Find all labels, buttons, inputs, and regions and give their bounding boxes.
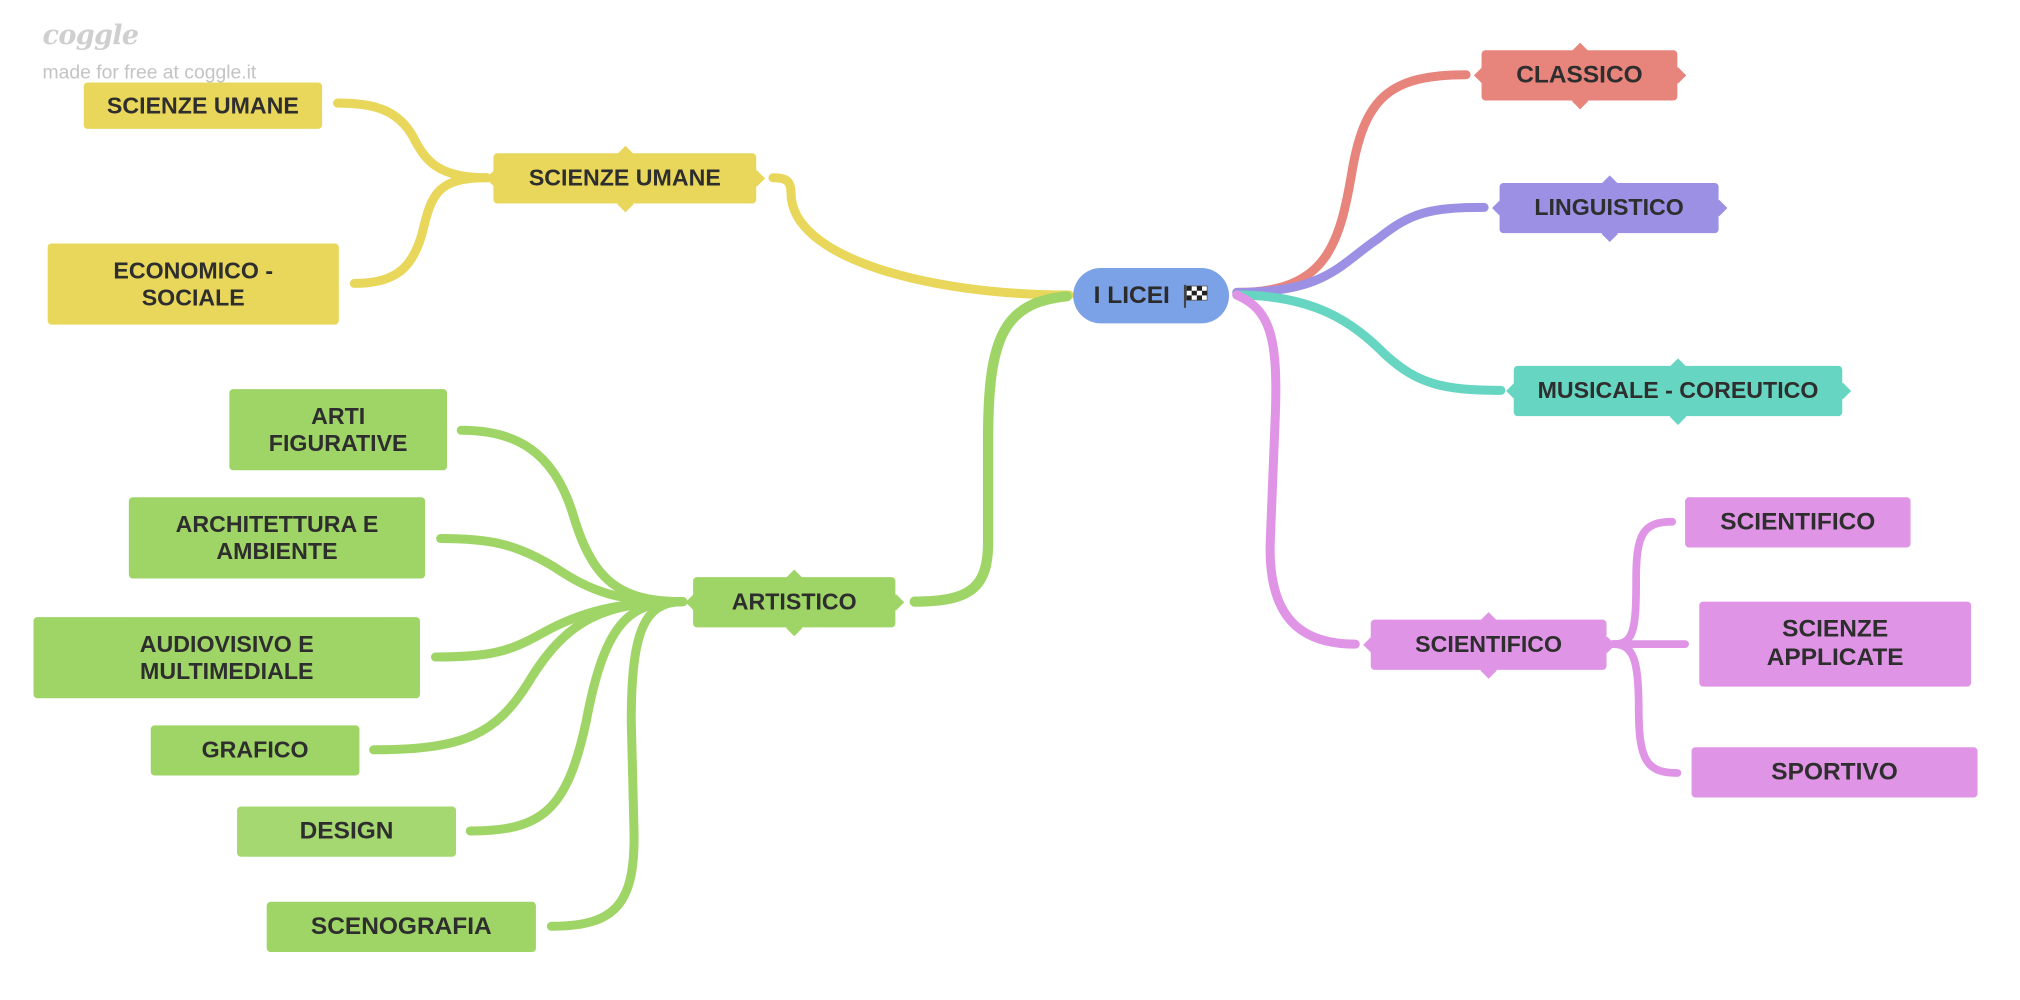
coggle-logo: coggle <box>42 18 140 51</box>
leaf-scenografia[interactable]: SCENOGRAFIA <box>266 901 536 953</box>
leaf-label: SPORTIVO <box>1771 758 1898 786</box>
branch-linguistico[interactable]: LINGUISTICO <box>1491 174 1727 242</box>
branch-musicale-coreutico[interactable]: MUSICALE - COREUTICO <box>1505 357 1851 425</box>
leaf-grafico[interactable]: GRAFICO <box>150 725 360 776</box>
branch-artistico[interactable]: ARTISTICO <box>684 568 904 636</box>
branch-scienze-umane-label: SCIENZE UMANE <box>528 164 721 191</box>
leaf-label: ARTI FIGURATIVE <box>268 402 408 456</box>
link-root-scientifico <box>1232 290 1360 649</box>
branch-classico[interactable]: CLASSICO <box>1473 42 1686 109</box>
link-sci-sportivo <box>1609 640 1682 777</box>
link-root-scienze-umane <box>768 173 1074 300</box>
branch-linguistico-label: LINGUISTICO <box>1534 194 1684 221</box>
leaf-scientifico[interactable]: SCIENTIFICO <box>1685 497 1911 548</box>
leaf-label: SCENOGRAFIA <box>310 913 492 941</box>
leaf-scienze-umane[interactable]: SCIENZE UMANE <box>83 82 323 129</box>
leaf-sportivo[interactable]: SPORTIVO <box>1691 747 1978 798</box>
root-node-i-licei[interactable]: I LICEI <box>1073 267 1230 324</box>
link-su-scienze-umane <box>333 98 492 183</box>
branch-scientifico-label: SCIENTIFICO <box>1415 631 1563 658</box>
link-art-scenografia <box>546 597 688 931</box>
leaf-label: AUDIOVISIVO E MULTIMEDIALE <box>139 630 314 684</box>
leaf-audiovisivo-multimediale[interactable]: AUDIOVISIVO E MULTIMEDIALE <box>33 617 420 699</box>
root-label: I LICEI <box>1093 282 1170 310</box>
leaf-economico-sociale[interactable]: ECONOMICO - SOCIALE <box>47 243 339 325</box>
checkered-flag-icon <box>1184 284 1208 308</box>
leaf-arti-figurative[interactable]: ARTI FIGURATIVE <box>229 389 448 471</box>
leaf-design[interactable]: DESIGN <box>237 806 457 857</box>
leaf-label: ARCHITETTURA E AMBIENTE <box>175 510 379 564</box>
branch-scientifico[interactable]: SCIENTIFICO <box>1362 611 1615 679</box>
link-su-economico <box>349 173 492 288</box>
branch-musicale-label: MUSICALE - COREUTICO <box>1537 377 1819 404</box>
link-art-architettura <box>436 534 688 607</box>
leaf-label: SCIENZE APPLICATE <box>1766 615 1904 672</box>
link-root-classico <box>1232 70 1471 297</box>
link-root-artistico <box>909 291 1072 607</box>
leaf-label: DESIGN <box>299 818 394 846</box>
leaf-label: SCIENZE UMANE <box>106 92 299 118</box>
branch-classico-label: CLASSICO <box>1516 61 1643 89</box>
branch-scienze-umane[interactable]: SCIENZE UMANE <box>485 145 765 212</box>
leaf-label: SCIENTIFICO <box>1720 508 1876 536</box>
made-for-free-tagline[interactable]: made for free at coggle.it <box>42 61 257 84</box>
leaf-scienze-applicate[interactable]: SCIENZE APPLICATE <box>1699 601 1972 687</box>
link-art-design <box>465 597 688 836</box>
branch-artistico-label: ARTISTICO <box>731 588 857 615</box>
leaf-architettura-ambiente[interactable]: ARCHITETTURA E AMBIENTE <box>128 497 426 579</box>
link-sci-scientifico <box>1609 517 1677 649</box>
leaf-label: ECONOMICO - SOCIALE <box>113 257 274 310</box>
link-root-musicale <box>1232 290 1506 395</box>
leaf-label: GRAFICO <box>201 736 309 763</box>
link-art-grafico <box>369 597 688 755</box>
link-root-linguistico <box>1232 202 1489 297</box>
